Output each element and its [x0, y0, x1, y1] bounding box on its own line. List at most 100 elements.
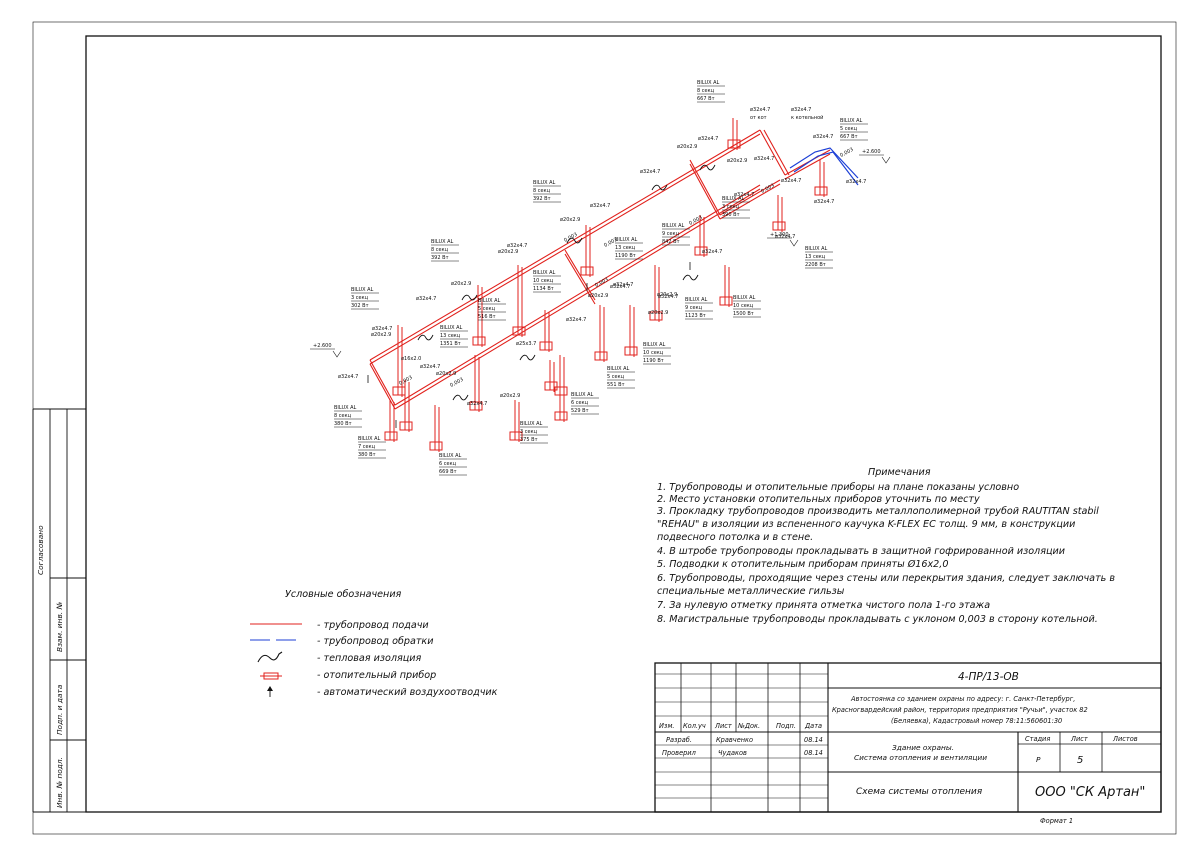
radiator-sections-label: 6 секц [571, 400, 589, 406]
pipe-diameter-label: ø32x4.7 [698, 136, 718, 142]
radiator-model-label: BILUX AL [571, 392, 594, 398]
col-header-date: Дата [804, 722, 822, 730]
radiator-model-label: BILUX AL [733, 295, 756, 301]
pipe-diameter-label: ø20x2.9 [500, 393, 520, 399]
return-pipe [789, 147, 859, 179]
insulation-icon [651, 184, 668, 191]
radiator-sections-label: 8 секц [533, 188, 551, 194]
boiler-supply-note: от кот [750, 115, 767, 121]
checker-name: Чудаков [718, 749, 747, 757]
legend-air-vent-icon [267, 686, 273, 697]
pipe-diameter-label: ø32x4.7 [338, 374, 358, 380]
radiator-power-label: 302 Вт [351, 303, 369, 309]
radiator-sections-label: 8 секц [334, 413, 352, 419]
pipe-diameter-label: ø32x4.7 [372, 326, 392, 332]
sheets-header: Листов [1112, 735, 1138, 743]
radiator-sections-label: 10 секц [733, 303, 754, 309]
radiator-icon [772, 221, 786, 231]
radiator-power-label: 667 Вт [840, 134, 858, 140]
radiator-sections-label: 13 секц [805, 254, 826, 260]
pipe-diameter-label: ø32x4.7 [658, 294, 678, 300]
boiler-supply-label: ø32x4.7 [750, 107, 770, 113]
title-block-text: 4-ПР/13-ОВ Автостоянка со зданием охраны… [659, 671, 1145, 825]
radiator-power-label: 392 Вт [533, 196, 551, 202]
radiator-icon [649, 311, 663, 321]
pipe-diameter-label: ø32x4.7 [813, 134, 833, 140]
radiator-icon [544, 381, 558, 391]
radiator-power-label: 842 Вт [662, 239, 680, 245]
radiator-icon [624, 346, 638, 356]
pipe-diameter-label: ø32x4.7 [566, 317, 586, 323]
slope-label: 0,003 [839, 147, 854, 159]
slope-label: 0,003 [594, 277, 609, 289]
radiator-icon [472, 336, 486, 346]
side-stamp [32, 408, 86, 813]
legend-radiator-icon [260, 672, 282, 680]
pipe-diameter-label: ø25x3.7 [516, 341, 536, 347]
note-line: 7. За нулевую отметку принята отметка чи… [657, 600, 990, 611]
developer-date: 08.14 [804, 736, 823, 744]
project-address-line: (Беляевка), Кадастровый номер 78:11:5606… [891, 717, 1062, 725]
radiator-power-label: 375 Вт [520, 437, 538, 443]
supply-main-end [369, 363, 396, 410]
col-header-list: Лист [714, 722, 732, 730]
insulation-icon [452, 394, 469, 401]
insulation-icon [566, 237, 583, 244]
radiator-icon [399, 421, 413, 431]
pipe-diameter-label: ø20x2.9 [371, 332, 391, 338]
legend-item-air-vent: - автоматический воздухоотводчик [317, 687, 498, 698]
pipe-diameter-label: ø20x2.9 [648, 310, 668, 316]
supply-branch-mid [564, 253, 596, 305]
radiator-sections-label: 3 секц [520, 429, 538, 435]
supply-branch-right [689, 163, 721, 220]
object-name-line: Система отопления и вентиляции [854, 753, 987, 762]
role-checker: Проверил [662, 749, 697, 757]
radiator-icon [694, 246, 708, 256]
radiator-sections-label: 6 секц [439, 461, 457, 467]
project-address-line: Красногвардейский район, территория пред… [832, 706, 1088, 714]
radiator-icon [469, 401, 483, 411]
notes-title: Примечания [868, 467, 931, 478]
radiator-model-label: BILUX AL [520, 421, 543, 427]
title-block [654, 662, 1162, 813]
insulation-icon [417, 334, 434, 341]
side-label-podp-data: Подп. и дата [55, 684, 64, 735]
radiator-model-label: BILUX AL [533, 180, 556, 186]
supply-riser [759, 129, 786, 176]
insulation-icon [461, 294, 478, 301]
supply-branch-right [689, 159, 721, 216]
legend-item-return: - трубопровод обратки [317, 635, 433, 647]
pipe-diameter-label: ø32x4.7 [416, 296, 436, 302]
heating-scheme [367, 118, 859, 452]
supply-main-upper [369, 129, 761, 361]
slope-label: 0,003 [760, 183, 775, 195]
pipe-diameter-label: ø32x4.7 [507, 243, 527, 249]
radiator-model-label: BILUX AL [697, 80, 720, 86]
slope-label: 0,003 [449, 377, 464, 389]
radiator-power-label: 1123 Вт [685, 313, 706, 319]
radiator-power-label: 380 Вт [334, 421, 352, 427]
pipe-diameter-label: ø20x2.9 [451, 281, 471, 287]
pipe-diameter-label: ø32x4.7 [775, 234, 795, 240]
note-line: подвесного потолка и в стене. [657, 532, 813, 543]
supply-main-lower [394, 184, 761, 406]
radiator-sections-label: 5 секц [840, 126, 858, 132]
radiator-power-label: 392 Вт [431, 255, 449, 261]
radiator-model-label: BILUX AL [840, 118, 863, 124]
boiler-return-label: ø32x4.7 [791, 107, 811, 113]
radiator-power-label: 2208 Вт [805, 262, 826, 268]
radiator-model-label: BILUX AL [431, 239, 454, 245]
radiator-icon [509, 431, 523, 441]
radiator-model-label: BILUX AL [439, 453, 462, 459]
supply-right-stub [719, 179, 781, 216]
radiator-power-label: 1351 Вт [440, 341, 461, 347]
object-name-line: Здание охраны. [892, 743, 954, 752]
radiator-icon [580, 266, 594, 276]
insulation-icon [699, 164, 716, 171]
legend-item-insulation: - тепловая изоляция [317, 653, 422, 664]
radiator-power-label: 529 Вт [571, 408, 589, 414]
pipe-diameter-label: ø32x4.7 [590, 203, 610, 209]
pipe-diameter-label: ø32x4.7 [754, 156, 774, 162]
